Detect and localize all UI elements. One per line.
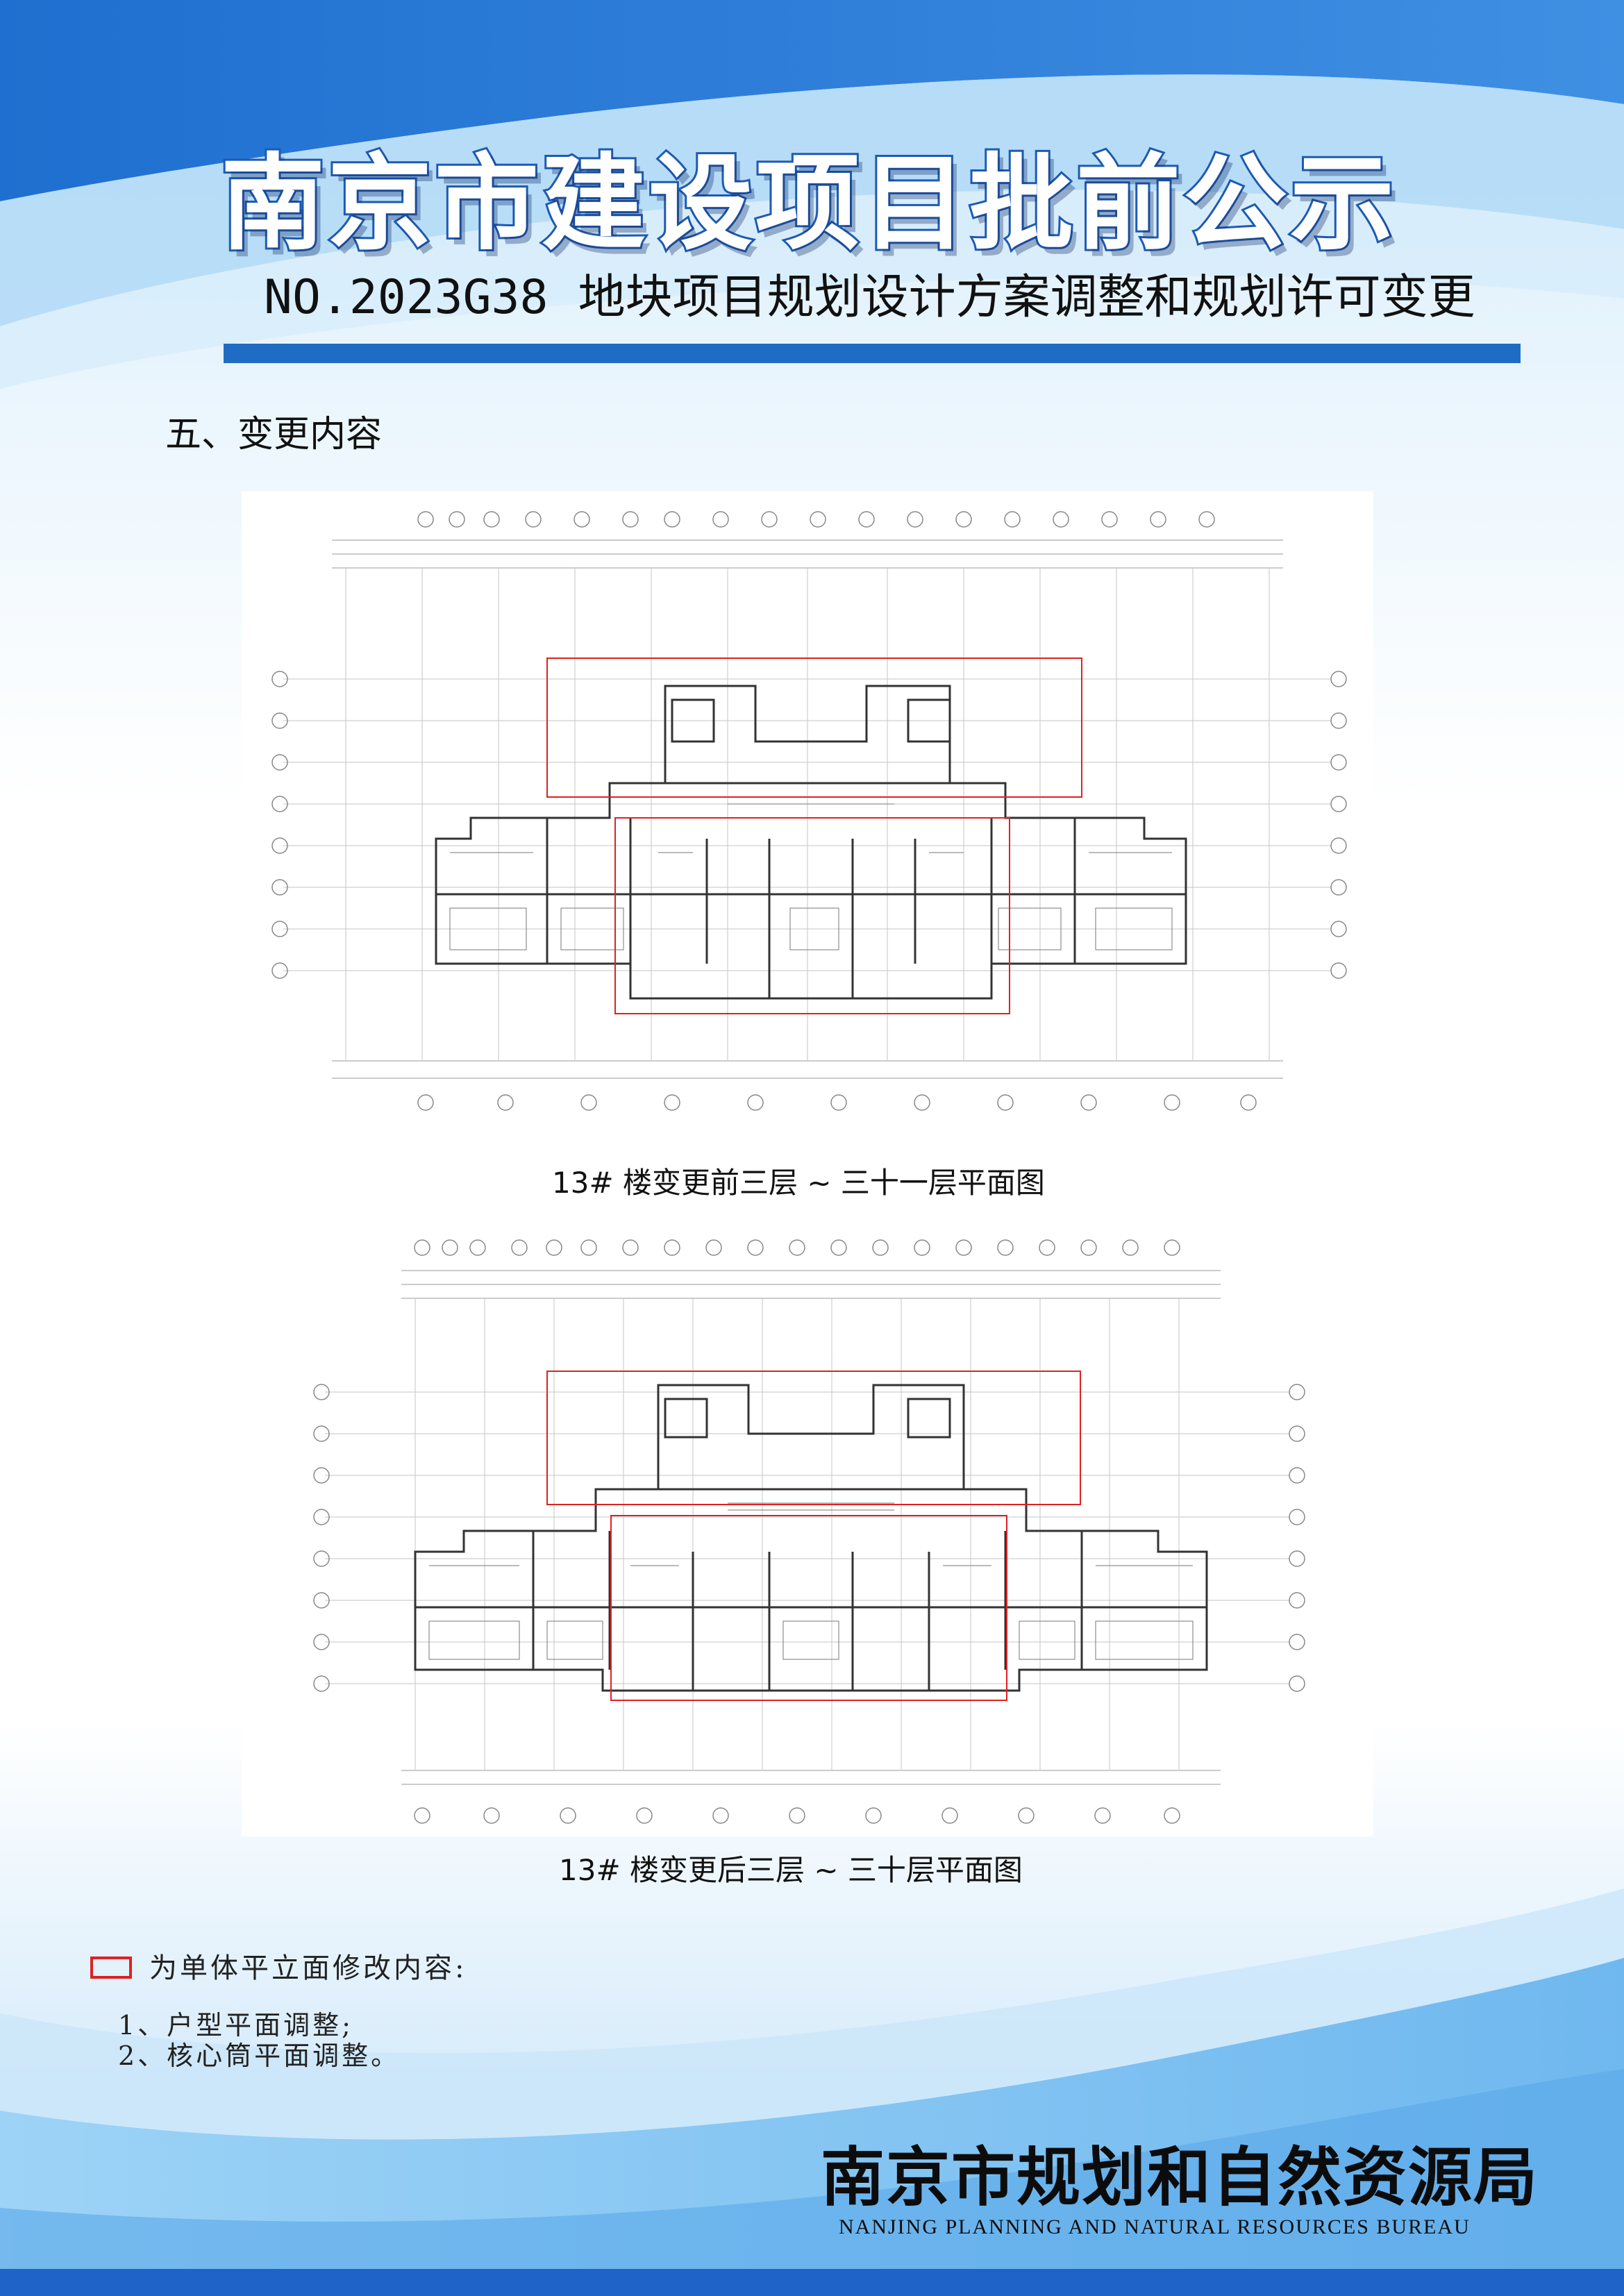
legend-label: 为单体平立面修改内容: [149, 1952, 467, 1984]
organization-name-cn: 南京市规划和自然资源局 [821, 2140, 1539, 2215]
legend-item-1: 1、户型平面调整; [118, 2010, 353, 2041]
subtitle-text: 地块项目规划设计方案调整和规划许可变更 [578, 270, 1475, 325]
page-subtitle: NO.2023G38 地块项目规划设计方案调整和规划许可变更 [264, 274, 1475, 321]
floor-plan-after-drawing [313, 1239, 1305, 1824]
footer-bar [0, 2269, 1624, 2296]
floor-plan-before-drawing [271, 511, 1347, 1111]
legend-red-box [90, 1956, 132, 1979]
floor-plan-before [242, 492, 1373, 1155]
project-number: NO.2023G38 [264, 270, 549, 325]
floor-plan-after [242, 1225, 1373, 1836]
floor-plan-after-caption: 13# 楼变更后三层 ~ 三十层平面图 [559, 1853, 1023, 1887]
page-title: 南京市建设项目批前公示 [219, 142, 1398, 265]
floor-plan-before-caption: 13# 楼变更前三层 ~ 三十一层平面图 [552, 1166, 1045, 1200]
legend-item-2: 2、核心筒平面调整。 [118, 2041, 401, 2071]
title-underline-bar [224, 344, 1521, 363]
section-heading: 五、变更内容 [165, 414, 383, 455]
organization-name-en: NANJING PLANNING AND NATURAL RESOURCES B… [839, 2215, 1471, 2238]
